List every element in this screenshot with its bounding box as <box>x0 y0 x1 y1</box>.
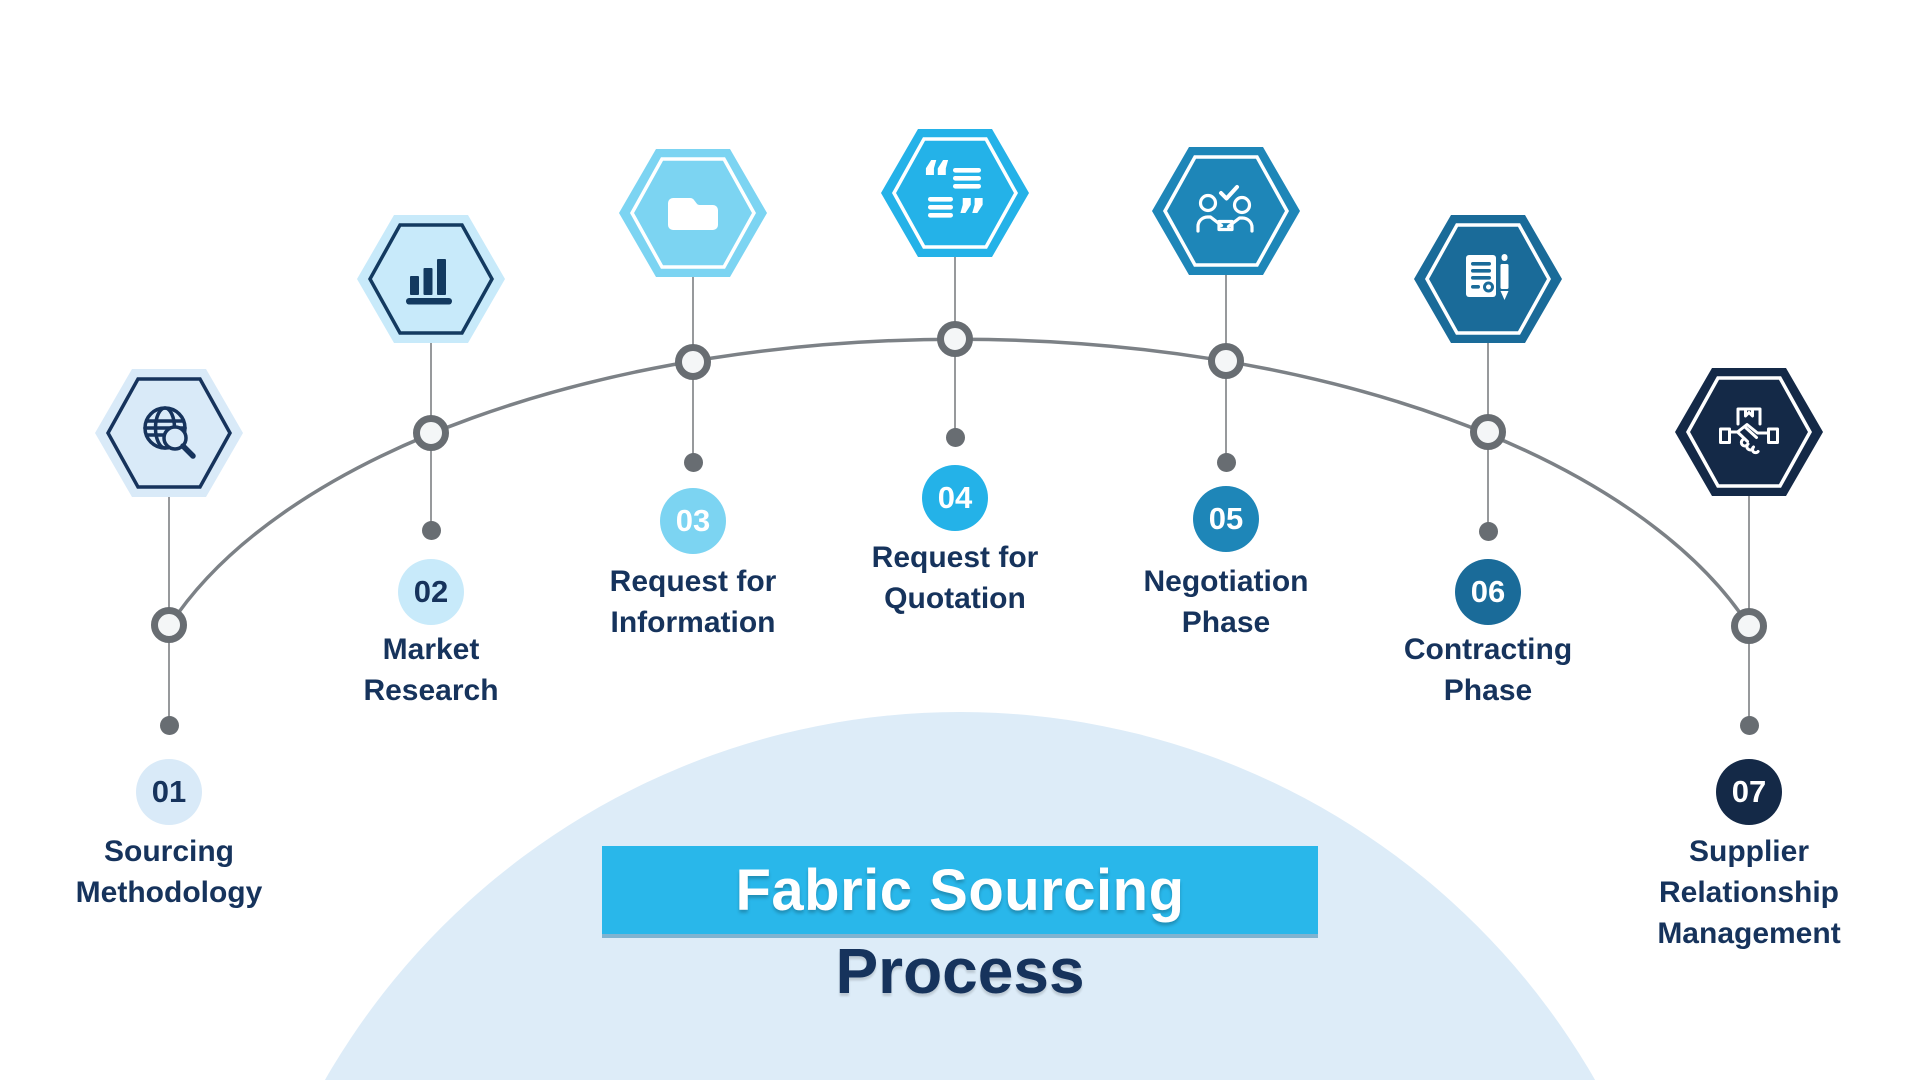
step-hexagon <box>1414 215 1562 343</box>
globe-search-icon <box>143 406 196 459</box>
arc-node-ring <box>413 415 449 451</box>
connector-line <box>1487 279 1489 531</box>
connector-line <box>430 279 432 530</box>
connector-dot <box>946 428 965 447</box>
connector-line <box>1748 432 1750 725</box>
connector-line <box>692 213 694 462</box>
handshake-box-icon <box>1719 407 1779 455</box>
step-number-badge: 05 <box>1193 486 1259 552</box>
arc-node-ring <box>675 344 711 380</box>
connector-line <box>954 193 956 437</box>
title-text: Fabric Sourcing <box>735 857 1185 923</box>
connector-line <box>1225 211 1227 462</box>
arc-node-ring <box>937 321 973 357</box>
title-banner: Fabric Sourcing <box>602 846 1318 934</box>
connector-dot <box>160 716 179 735</box>
step-label: Request for Quotation <box>871 541 1039 615</box>
bar-chart-icon <box>406 259 452 305</box>
step-hexagon <box>1675 368 1823 496</box>
arc-node-ring <box>1470 414 1506 450</box>
negotiation-icon <box>1196 185 1254 233</box>
step-hexagon <box>95 369 243 497</box>
step-number: 02 <box>413 574 449 609</box>
step-label: Market Research <box>363 633 499 707</box>
connector-dot <box>684 453 703 472</box>
step-number: 04 <box>937 480 973 515</box>
svg-text:”: ” <box>956 189 988 245</box>
subtitle-text: Process <box>835 935 1085 1007</box>
connector-dot <box>1217 453 1236 472</box>
step-number-badge: 03 <box>660 488 726 554</box>
connector-line <box>168 433 170 725</box>
step-hexagon <box>1152 147 1300 275</box>
connector-dot <box>422 521 441 540</box>
step-number: 01 <box>151 774 187 809</box>
arc-node-ring <box>1208 343 1244 379</box>
step-number: 06 <box>1470 574 1506 609</box>
step-number: 03 <box>675 503 711 538</box>
step-label: Supplier Relationship Management <box>1657 835 1841 950</box>
step-number-badge: 02 <box>398 559 464 625</box>
arc-node-ring <box>151 607 187 643</box>
step-hexagon <box>619 149 767 277</box>
step-label: Negotiation Phase <box>1143 565 1309 639</box>
step-number-badge: 06 <box>1455 559 1521 625</box>
step-number-badge: 01 <box>136 759 202 825</box>
step-number: 05 <box>1208 501 1244 536</box>
step-number-badge: 07 <box>1716 759 1782 825</box>
connector-dot <box>1740 716 1759 735</box>
step-hexagon <box>357 215 505 343</box>
step-label: Contracting Phase <box>1403 633 1573 707</box>
step-hexagon: “ ” <box>881 129 1029 257</box>
step-number-badge: 04 <box>922 465 988 531</box>
step-number: 07 <box>1731 774 1767 809</box>
step-label: Sourcing Methodology <box>75 835 263 909</box>
folder-icon <box>668 198 718 230</box>
contract-pen-icon <box>1466 254 1509 300</box>
quotation-icon: “ ” <box>921 151 988 245</box>
step-label: Request for Information <box>609 565 777 639</box>
arc-node-ring <box>1731 608 1767 644</box>
connector-dot <box>1479 522 1498 541</box>
